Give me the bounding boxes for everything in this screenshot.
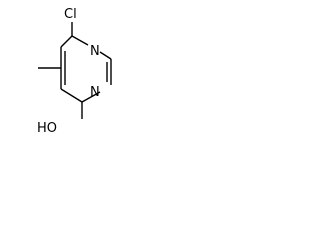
- atom-label-chlorine: Cl: [64, 7, 77, 22]
- atom-label-nitrogen-top: N: [90, 44, 100, 59]
- bond-n3-c4: [81, 91, 101, 103]
- bond-c6-c5-top: [60, 35, 73, 48]
- bond-c4-c5: [60, 88, 83, 103]
- pyrimidine-structure-diagram: Cl N N HO: [37, 7, 112, 136]
- atom-label-hydroxyl: HO: [37, 121, 57, 136]
- bond-n1-c2: [99, 51, 112, 60]
- atom-label-nitrogen-bottom: N: [90, 85, 100, 100]
- bond-c6-n1: [71, 35, 89, 46]
